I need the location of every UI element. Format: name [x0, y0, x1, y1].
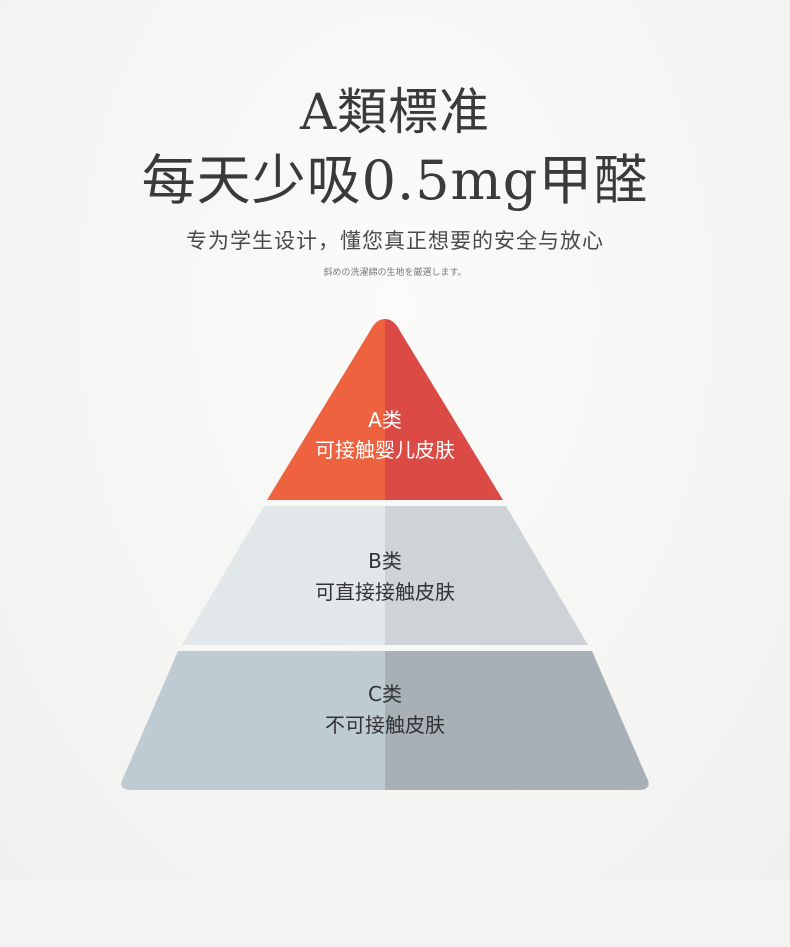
subtitle: 专为学生设计，懂您真正想要的安全与放心: [186, 229, 604, 253]
tier-a-description: 可接触婴儿皮肤: [315, 438, 455, 462]
tier-c-description: 不可接触皮肤: [325, 713, 445, 737]
tier-a-right-face: [385, 319, 503, 500]
tier-b-description: 可直接接触皮肤: [315, 580, 455, 604]
tier-c-left-face: [121, 651, 385, 790]
tier-a: A类 可接触婴儿皮肤: [267, 319, 503, 500]
headline-formaldehyde: 每天少吸0.5mg甲醛: [141, 149, 649, 212]
footer-strip: [0, 880, 790, 947]
tagline: 斜めの洗濯綿の生地を厳選します。: [323, 268, 467, 278]
tier-c-right-face: [385, 651, 649, 790]
tier-a-left-face: [267, 319, 385, 500]
tier-b: B类 可直接接触皮肤: [182, 506, 588, 645]
grade-pyramid: A类 可接触婴儿皮肤 B类 可直接接触皮肤 C类 不可接触皮肤: [121, 319, 649, 790]
tier-b-grade: B类: [368, 549, 402, 573]
tier-a-grade: A类: [368, 408, 402, 432]
tier-c-grade: C类: [368, 682, 402, 706]
tier-b-right-face: [385, 506, 588, 645]
headline-standard: A類標准: [299, 83, 491, 141]
tier-b-left-face: [182, 506, 385, 645]
tier-c: C类 不可接触皮肤: [121, 651, 649, 790]
